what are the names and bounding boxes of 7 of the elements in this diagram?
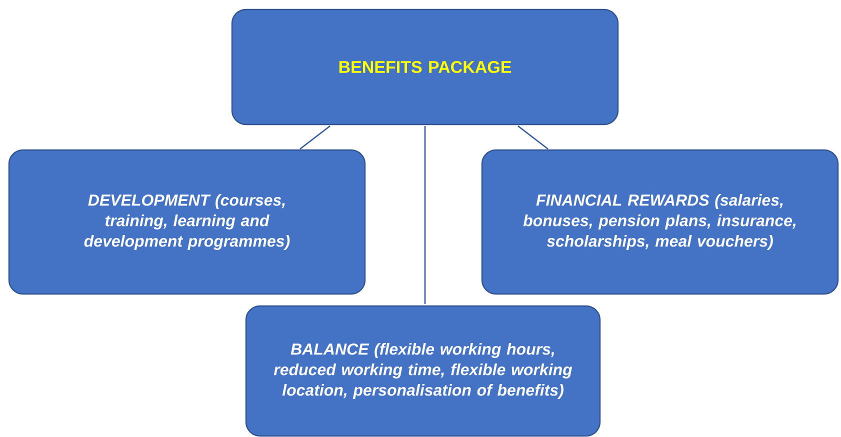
rounded-box: BALANCE (flexible working hours, reduced working time, flexible working location, personalisation of benefits) — [245, 305, 601, 437]
rounded-box: DEVELOPMENT (courses, training, learning and development programmes) — [8, 149, 366, 295]
rounded-box: BENEFITS PACKAGE — [231, 8, 619, 126]
connector-line — [518, 125, 548, 150]
connector-line — [424, 126, 426, 304]
rounded-box: FINANCIAL REWARDS (salaries, bonuses, pension plans, insurance, scholarships, meal vouchers) — [481, 149, 839, 295]
connector-line — [300, 125, 330, 150]
